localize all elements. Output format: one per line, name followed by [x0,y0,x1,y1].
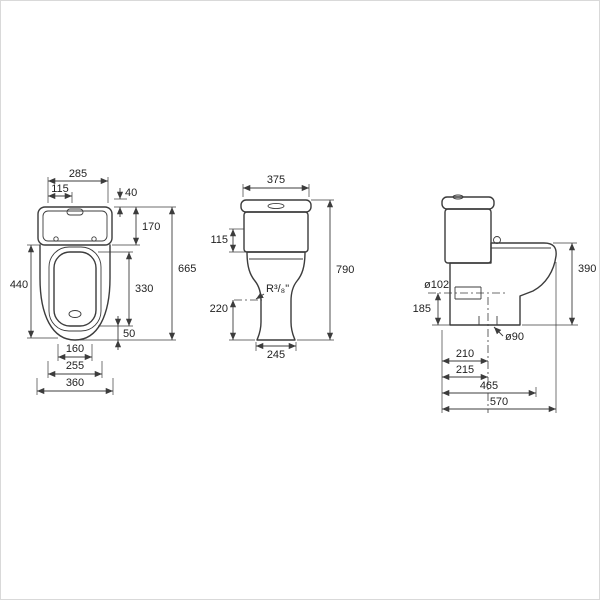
dim-label-375: 375 [267,174,285,186]
top-bolt-right [91,236,97,242]
dim-label-330: 330 [135,283,153,295]
dim-label-90: ø90 [505,331,524,343]
dim-215: 215 [442,364,488,381]
dim-label-115-front: 115 [210,234,228,246]
dim-330: 330 [125,252,153,326]
dim-390: 390 [568,243,596,325]
dim-570: 570 [442,396,556,413]
dim-40: 40 [116,187,137,217]
dim-220: 220 [210,300,237,340]
top-view: 285 115 40 170 665 440 330 [10,168,196,395]
dim-label-220: 220 [210,303,228,315]
top-seat-ring [48,246,102,332]
dim-label-160: 160 [66,343,84,355]
side-cistern-lid [441,196,495,210]
front-cistern-body [243,211,309,253]
top-bolt-left [53,236,59,242]
dim-50: 50 [114,316,135,350]
dim-115-front: 115 [210,229,237,252]
dim-285: 285 [48,168,108,185]
dim-115-top: 115 [48,183,72,200]
dim-440: 440 [10,245,35,338]
front-view: 375 115 790 R³/₈" 220 245 [210,174,355,361]
dim-465: 465 [442,380,536,397]
front-pedestal-outline [246,251,306,341]
dim-255: 255 [48,360,102,378]
dim-label-215: 215 [456,364,474,376]
dim-665: 665 [168,207,196,340]
dim-label-thread: R³/₈" [266,283,289,295]
dim-label-665: 665 [178,263,196,275]
top-seat-opening [53,251,97,327]
dim-label-210: 210 [456,348,474,360]
dim-label-790: 790 [336,264,354,276]
top-cistern-outline [37,206,113,246]
dim-170: 170 [132,207,160,245]
dim-label-170: 170 [142,221,160,233]
dim-label-570: 570 [490,396,508,408]
annotation-outlet-diameter: ø102 [424,279,449,291]
side-cistern-body [444,208,492,264]
dim-label-185: 185 [413,303,431,315]
dim-label-115-top: 115 [51,183,69,195]
annotation-floor-outlet-diameter: ø90 [493,326,524,343]
top-bowl-outline [39,244,111,341]
annotation-water-inlet-thread: R³/₈" [255,283,289,300]
dim-label-50: 50 [123,328,135,340]
dim-label-40: 40 [125,187,137,199]
top-flush-hole [68,310,82,318]
dim-375: 375 [243,174,309,192]
dim-790: 790 [326,200,354,340]
top-cistern-lid [42,210,108,242]
front-cistern-lid [240,199,312,213]
dim-label-255: 255 [66,360,84,372]
dim-360: 360 [37,377,113,395]
side-view: ø102 185 390 ø90 210 215 465 570 [413,194,596,413]
side-seat-hinge [493,236,501,244]
dim-label-285: 285 [69,168,87,180]
dim-label-102: ø102 [424,279,449,291]
side-body-outline [449,242,557,326]
front-flush-button [267,202,285,210]
dim-label-465: 465 [480,380,498,392]
dim-label-245: 245 [267,349,285,361]
dim-245: 245 [256,342,296,361]
dim-160: 160 [58,343,92,361]
dim-210: 210 [442,348,488,365]
dim-label-360: 360 [66,377,84,389]
dim-185: 185 [413,293,442,325]
dim-label-390: 390 [578,263,596,275]
top-flush-button [66,208,84,216]
dim-label-440: 440 [10,279,28,291]
